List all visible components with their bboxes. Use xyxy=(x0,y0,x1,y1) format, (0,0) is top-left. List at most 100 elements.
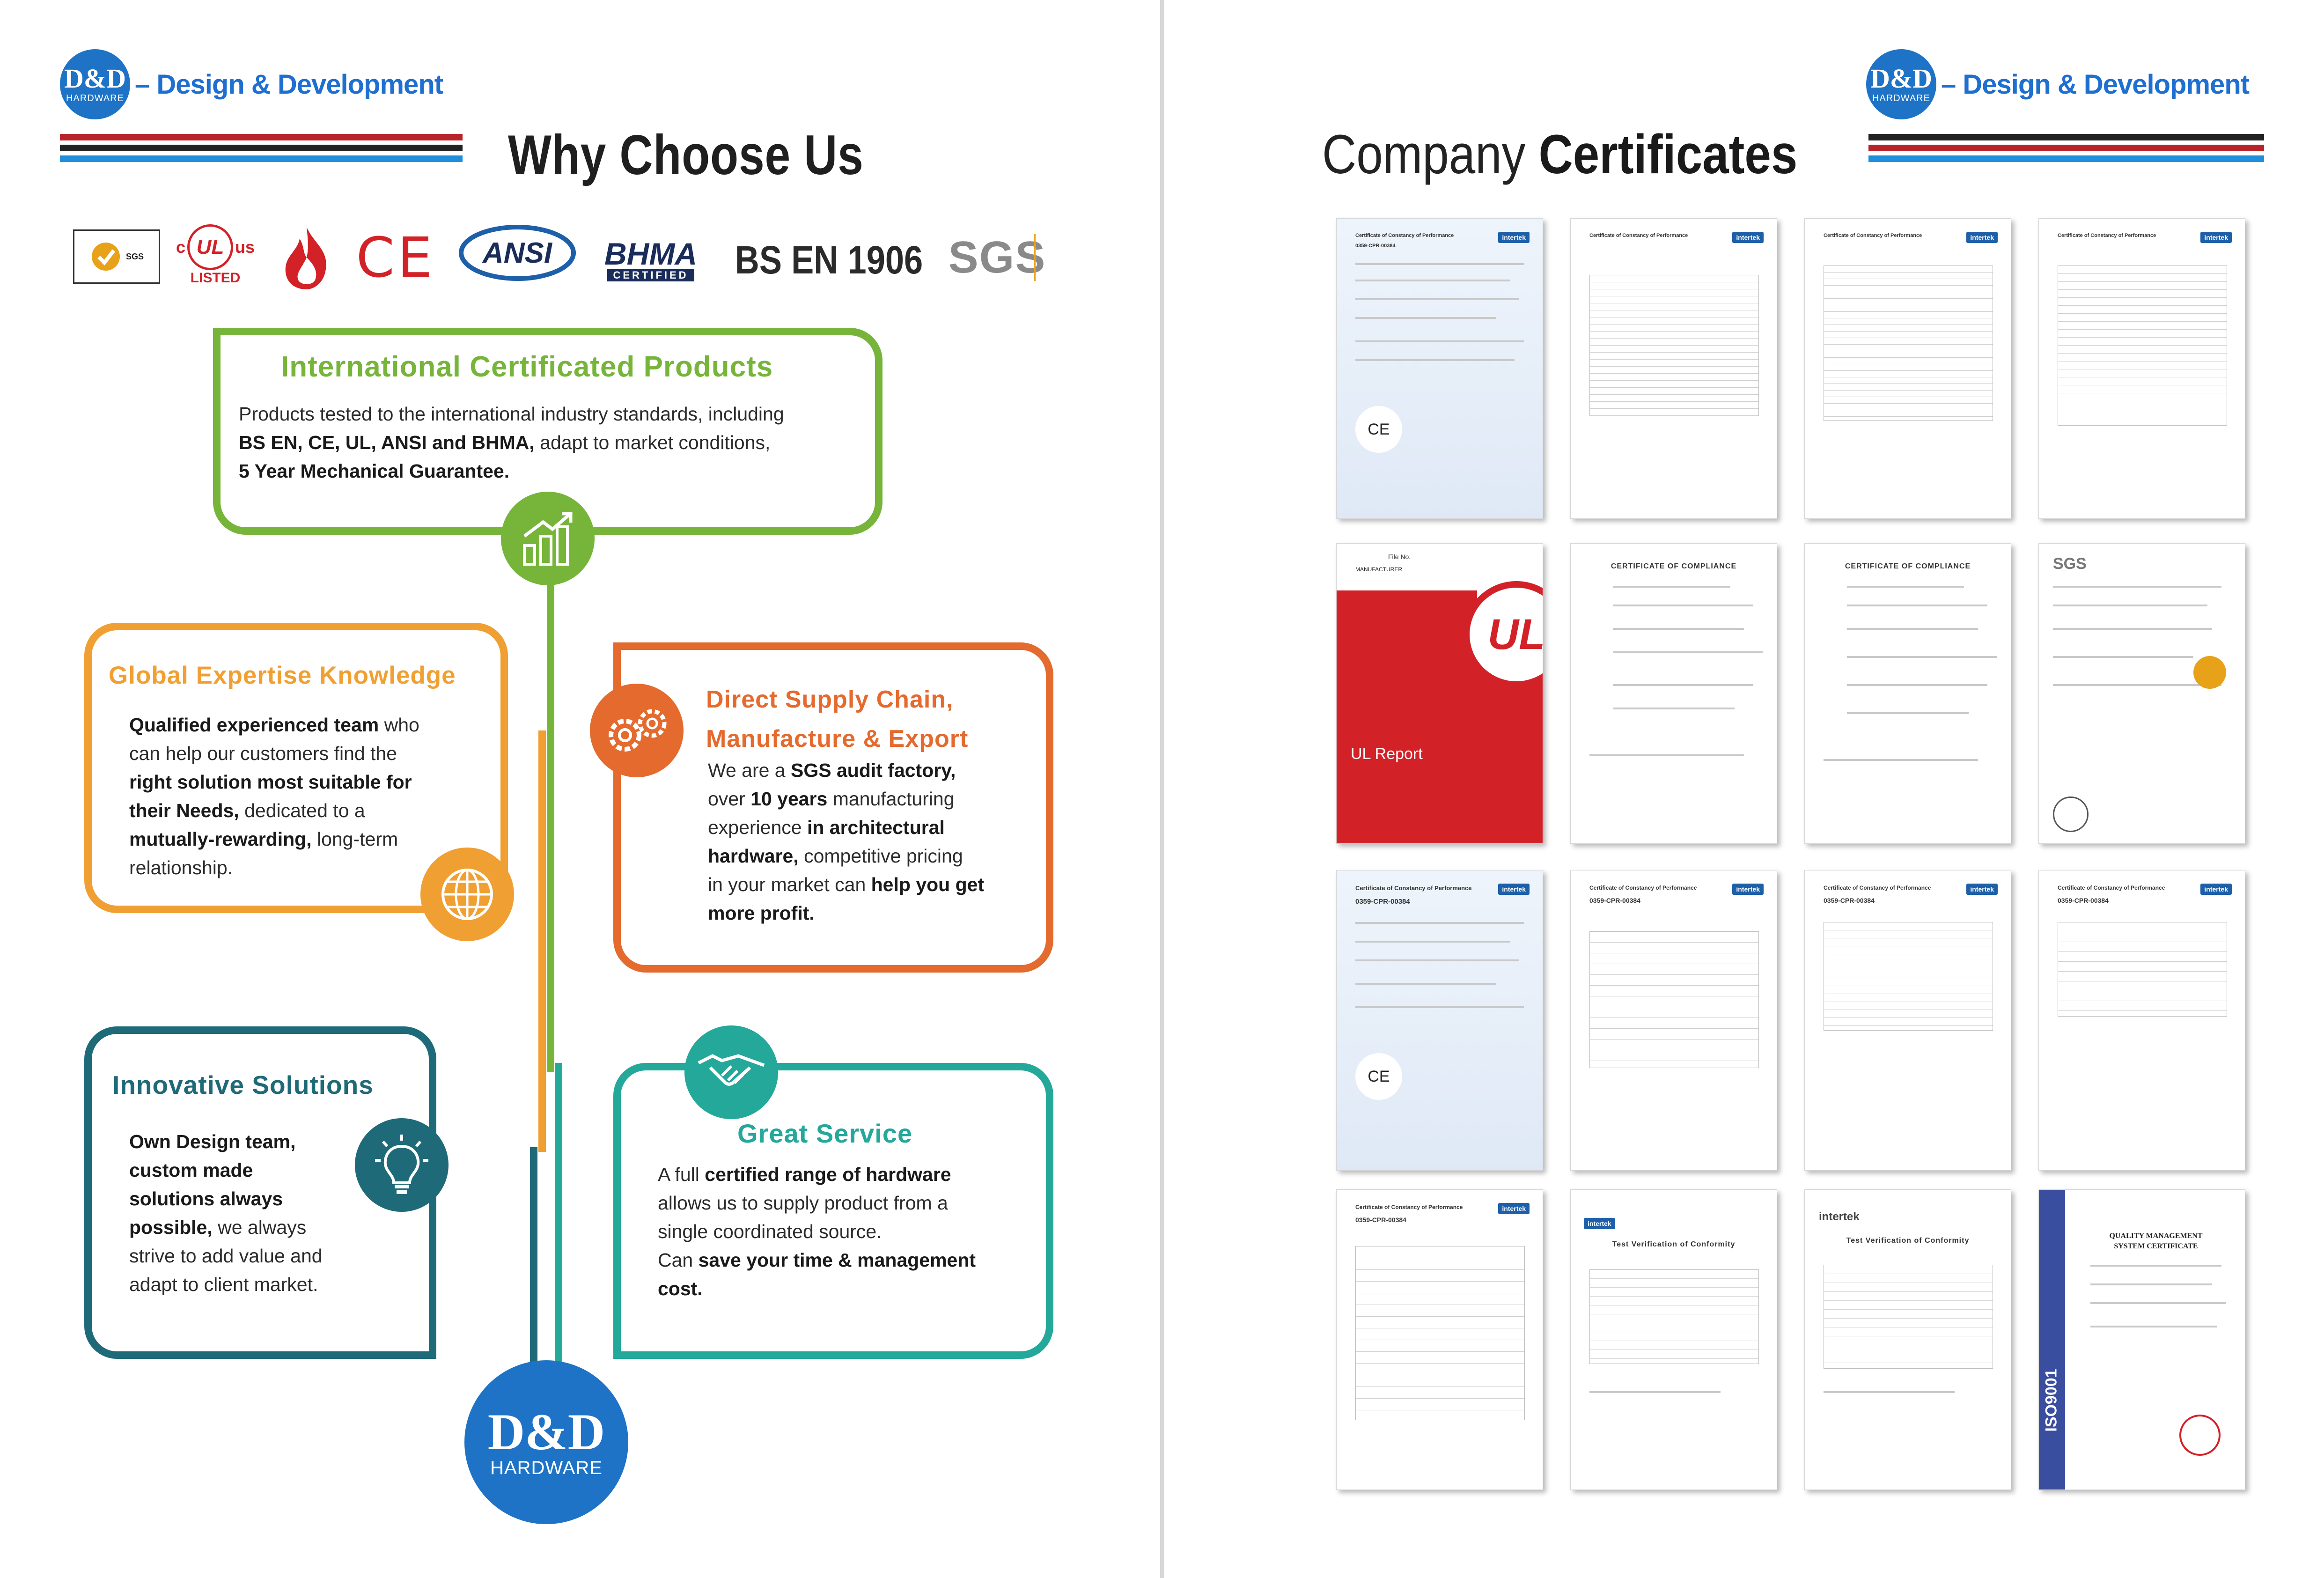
global-line-3-bold: right solution most suitable for xyxy=(129,771,412,793)
global-title: Global Expertise Knowledge xyxy=(109,662,456,689)
certificate-card-1[interactable]: Certificate of Constancy of Performance … xyxy=(1336,218,1543,519)
cert-15-badge: intertek xyxy=(1819,1210,1860,1223)
global-line-3: right solution most suitable for xyxy=(129,768,494,796)
service-line-4-bold: save your time & management xyxy=(698,1249,976,1271)
cert-1-ref: 0359-CPR-00384 xyxy=(1355,243,1396,249)
certificate-card-9[interactable]: Certificate of Constancy of Performance … xyxy=(1336,870,1543,1171)
certificate-card-3[interactable]: Certificate of Constancy of Performance … xyxy=(1804,218,2011,519)
header-stripes-left xyxy=(60,134,463,166)
cert-9-ref: 0359-CPR-00384 xyxy=(1355,898,1410,906)
cert-12-title: Certificate of Constancy of Performance xyxy=(2058,885,2165,891)
certificate-card-11[interactable]: Certificate of Constancy of Performance … xyxy=(1804,870,2011,1171)
cert-11-title: Certificate of Constancy of Performance xyxy=(1824,885,1931,891)
direct-body: We are a SGS audit factory, over 10 year… xyxy=(708,756,1045,928)
cert-9-title: Certificate of Constancy of Performance xyxy=(1355,885,1472,892)
gears-icon xyxy=(590,684,684,777)
innovative-body: Own Design team, custom made solutions a… xyxy=(129,1128,391,1299)
direct-line-2-c: manufacturing xyxy=(827,788,955,810)
ce-text: CE xyxy=(356,225,435,290)
global-line-4-rest: dedicated to a xyxy=(239,800,365,821)
direct-line-6-bold: more profit. xyxy=(708,902,815,924)
cert-13-title: Certificate of Constancy of Performance xyxy=(1355,1204,1463,1210)
certificate-card-7[interactable]: CERTIFICATE OF COMPLIANCE xyxy=(1804,543,2011,844)
direct-line-5-a: in your market can xyxy=(708,874,871,895)
international-line-2: BS EN, CE, UL, ANSI and BHMA, adapt to m… xyxy=(239,428,885,457)
innovative-line-1-bold: Own Design team, xyxy=(129,1131,296,1152)
cert-5-label: UL Report xyxy=(1351,745,1423,763)
cert-16-iso: ISO9001 xyxy=(2042,1369,2060,1432)
ul-c: c xyxy=(176,237,185,257)
certificate-card-6[interactable]: CERTIFICATE OF COMPLIANCE xyxy=(1570,543,1777,844)
brand-logo: D&D HARDWARE xyxy=(60,49,130,119)
innovative-line-6: adapt to client market. xyxy=(129,1274,318,1295)
innovative-line-5: strive to add value and xyxy=(129,1245,323,1267)
innovative-line-4: possible, we always xyxy=(129,1213,391,1242)
ansi-text: ANSI xyxy=(482,236,552,269)
cert-14-badge: intertek xyxy=(1584,1218,1615,1229)
direct-line-3: experience in architectural xyxy=(708,813,1045,842)
international-line-3-bold: 5 Year Mechanical Guarantee. xyxy=(239,460,510,482)
certificate-card-10[interactable]: Certificate of Constancy of Performance … xyxy=(1570,870,1777,1171)
cert-6-heading: CERTIFICATE OF COMPLIANCE xyxy=(1611,562,1737,570)
footer-logo-main: D&D xyxy=(487,1403,605,1460)
certificate-card-4[interactable]: Certificate of Constancy of Performance … xyxy=(2038,218,2245,519)
right-page: D&D HARDWARE – Design & Development Comp… xyxy=(1164,0,2324,1578)
certificate-card-2[interactable]: Certificate of Constancy of Performance … xyxy=(1570,218,1777,519)
tree-stem-green xyxy=(547,576,554,1072)
direct-box xyxy=(613,642,1053,973)
brand-header-left: D&D HARDWARE – Design & Development xyxy=(60,47,443,122)
bs-en-1906-logo: BS EN 1906 xyxy=(726,234,932,286)
brand-logo-right-sub: HARDWARE xyxy=(1872,93,1930,103)
direct-line-3-bold: in architectural xyxy=(807,817,945,838)
direct-title-2: Manufacture & Export xyxy=(706,725,969,752)
innovative-line-4-rest: we always xyxy=(212,1217,307,1238)
cert-1-ce-mark: CE xyxy=(1355,406,1402,453)
certificate-card-15[interactable]: intertek Test Verification of Conformity xyxy=(1804,1189,2011,1490)
left-page: D&D HARDWARE – Design & Development Why … xyxy=(0,0,1160,1578)
global-line-5-rest: long-term xyxy=(311,828,398,850)
global-line-5: mutually-rewarding, long-term xyxy=(129,825,494,854)
direct-line-4: hardware, competitive pricing xyxy=(708,842,1045,870)
handshake-icon xyxy=(684,1025,778,1119)
bhma-logo: BHMA CERTIFIED xyxy=(595,234,707,286)
innovative-title: Innovative Solutions xyxy=(112,1070,374,1099)
iso-seal-icon xyxy=(2179,1415,2221,1456)
ul-us: us xyxy=(235,237,255,257)
certificate-card-13[interactable]: Certificate of Constancy of Performance … xyxy=(1336,1189,1543,1490)
header-stripes-right xyxy=(1868,134,2264,166)
certificate-card-5-ul-report[interactable]: File No. MANUFACTURER UL UL Report xyxy=(1336,543,1543,844)
direct-title-1: Direct Supply Chain, xyxy=(706,686,954,713)
direct-title: Direct Supply Chain, Manufacture & Expor… xyxy=(706,680,968,759)
cert-1-badge: intertek xyxy=(1498,232,1530,243)
globe-icon xyxy=(420,848,514,941)
service-line-1-a: A full xyxy=(658,1164,705,1185)
direct-line-2-a: over xyxy=(708,788,751,810)
sgs-seal-icon xyxy=(2193,656,2226,689)
cert-11-badge: intertek xyxy=(1966,884,1998,895)
service-line-2: allows us to supply product from a xyxy=(658,1192,948,1214)
ce-logo: CE xyxy=(356,229,433,286)
certificate-card-8-sgs[interactable]: SGS xyxy=(2038,543,2245,844)
cert-16-h1: QUALITY MANAGEMENT xyxy=(2109,1232,2203,1240)
innovative-line-4-bold: possible, xyxy=(129,1217,213,1238)
cert-4-title: Certificate of Constancy of Performance xyxy=(2058,233,2156,238)
certificate-card-14[interactable]: intertek Test Verification of Conformity xyxy=(1570,1189,1777,1490)
cert-4-badge: intertek xyxy=(2200,232,2232,243)
international-line-3: 5 Year Mechanical Guarantee. xyxy=(239,457,885,486)
service-line-1-bold: certified range of hardware xyxy=(705,1164,951,1185)
service-line-4-a: Can xyxy=(658,1249,699,1271)
cert-5-manufacturer: MANUFACTURER xyxy=(1355,566,1403,573)
certificate-card-12[interactable]: Certificate of Constancy of Performance … xyxy=(2038,870,2245,1171)
global-line-4: their Needs, dedicated to a xyxy=(129,796,494,825)
tree-stem-teal xyxy=(555,1063,562,1372)
brand-tagline-right: – Design & Development xyxy=(1941,69,2250,100)
global-body: Qualified experienced team who can help … xyxy=(129,711,494,882)
innovative-line-3: solutions always xyxy=(129,1185,391,1213)
cert-10-badge: intertek xyxy=(1732,884,1764,895)
certificate-card-16-iso9001[interactable]: ISO9001 QUALITY MANAGEMENT SYSTEM CERTIF… xyxy=(2038,1189,2245,1490)
cert-13-ref: 0359-CPR-00384 xyxy=(1355,1216,1406,1224)
cert-3-badge: intertek xyxy=(1966,232,1998,243)
global-line-4-bold: their Needs, xyxy=(129,800,239,821)
international-line-2-bold: BS EN, CE, UL, ANSI and BHMA, xyxy=(239,432,535,453)
brand-logo-right-main: D&D xyxy=(1870,63,1933,94)
